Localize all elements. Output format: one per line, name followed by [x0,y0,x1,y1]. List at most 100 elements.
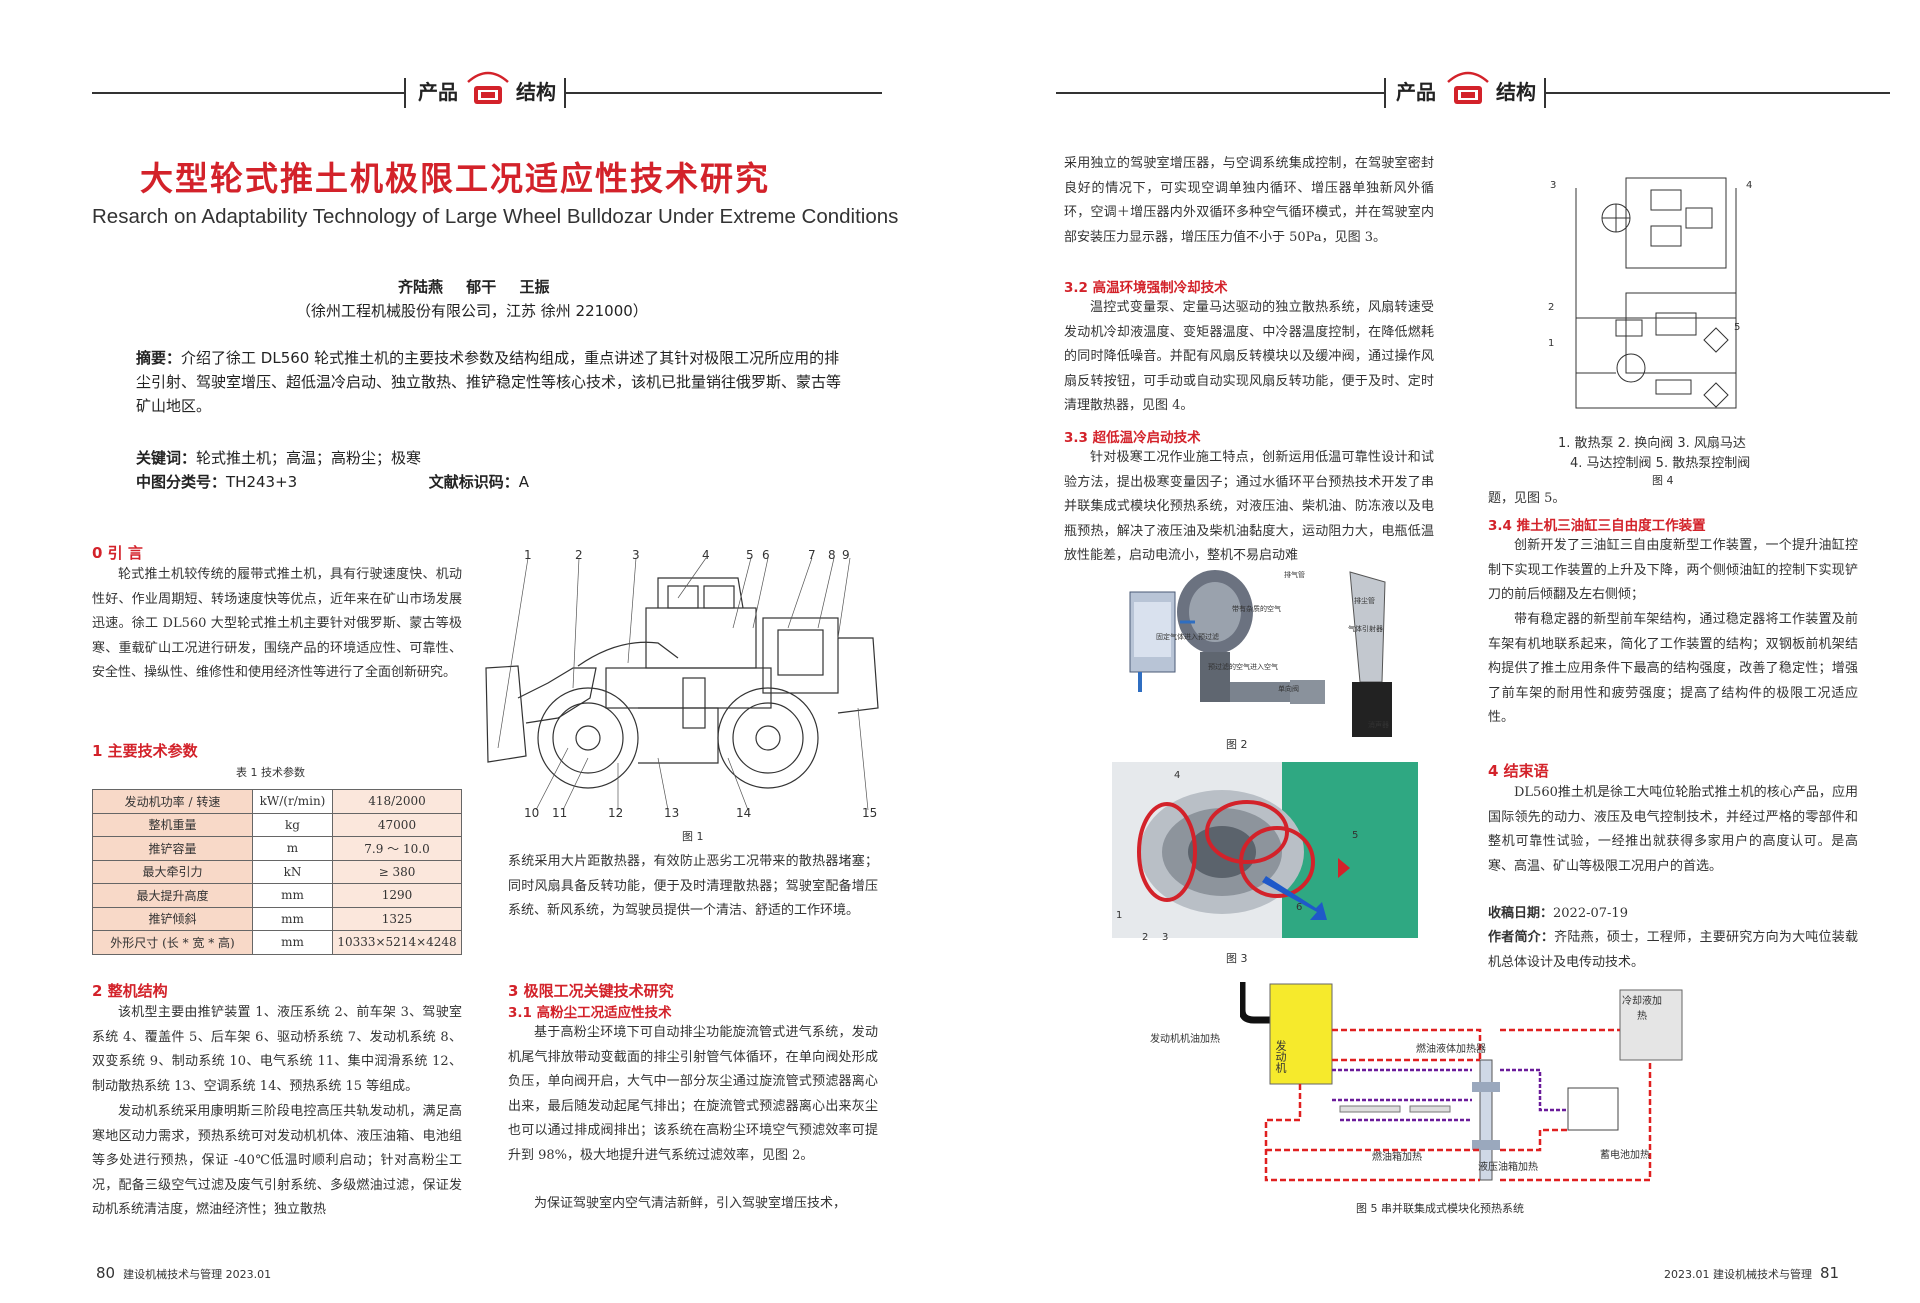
figure-4-label: 4 [1746,180,1753,191]
author-bio: 作者简介：齐陆燕，硕士，工程师，主要研究方向为大吨位装载机总体设计及电传动技术。 [1488,926,1858,975]
table-cell: 7.9 ～ 10.0 [332,836,462,861]
figure-5-label-hydraulic-tank: 液压油箱加热 [1478,1162,1538,1173]
received-value: 2022-07-19 [1553,906,1628,921]
header-label-right: 结构 [1496,80,1536,104]
table-cell: mm [252,930,333,955]
table-caption: 表 1 技术参数 [236,766,305,779]
figure-1-callout-label: 8 [828,548,836,562]
figure-5-caption: 图 5 串并联集成式模块化预热系统 [1356,1202,1524,1215]
section-header: 产品 结构 [0,58,960,128]
figure-1-callout-label: 7 [808,548,816,562]
section-3-2-title: 3.2 高温环境强制冷却技术 [1064,280,1228,296]
left-page: 产品 结构 大型轮式推土机极限工况适应性技术研究 Resarch on Adap… [0,58,960,1282]
figure-5-label-fuel-coolant-heater: 燃油液体加热器 [1416,1044,1486,1055]
figure-2-label: 固定气体进入预过滤 [1156,633,1219,641]
section-3-1-text-1: 基于高粉尘环境下可自动排尘功能旋流管式进气系统，发动机尾气排放带动变截面的排尘引… [508,1025,878,1163]
article-subtitle: Resarch on Adaptability Technology of La… [92,205,899,228]
section-3-3-title: 3.3 超低温冷启动技术 [1064,430,1201,446]
keywords: 关键词：轮式推土机；高温；高粉尘；极寒 中图分类号：TH243+3 文献标识码：… [136,446,529,494]
middle-column-text: 系统采用大片距散热器，有效防止恶劣工况带来的散热器堵塞；同时风扇具备反转功能，便… [508,854,878,918]
page-number-right: 81 [1819,1264,1840,1282]
section-0-title: 0 引 言 [92,544,143,562]
section-1-title: 1 主要技术参数 [92,742,198,760]
figure-4-label: 5 [1734,322,1741,333]
header-bar [1544,78,1546,108]
bio-text: 齐陆燕，硕士，工程师，主要研究方向为大吨位装载机总体设计及电传动技术。 [1488,930,1858,970]
figure-5-label-fuel-tank: 燃油箱加热 [1372,1152,1422,1163]
header-rule-right [1546,92,1890,94]
article-affiliation: （徐州工程机械股份有限公司，江苏 徐州 221000） [296,302,648,320]
keywords-text: 轮式推土机；高温；高粉尘；极寒 [196,449,422,467]
header-rule-right [566,92,882,94]
figure-2-caption: 图 2 [1226,738,1248,751]
figure-2-label: 预过滤的空气进入空气 [1208,663,1278,671]
figure-1-callout-label: 10 [524,806,540,820]
section-2-title: 2 整机结构 [92,982,168,1000]
figure-3-label: 1 [1116,910,1123,921]
figure-4-label: 1 [1548,338,1555,349]
figure-5-label-coolant: 冷却液加热 [1622,996,1662,1022]
magazine-logo-icon [1447,71,1489,104]
bio-label: 作者简介： [1488,930,1555,945]
figure-2-label: 排尘管 [1354,597,1375,605]
table-cell: mm [252,883,333,908]
section-3-4-text-2: 带有稳定器的新型前车架结构，通过稳定器将工作装置及前车架有机地联系起来，简化了工… [1488,612,1858,725]
magazine-logo-icon [467,71,509,104]
table-cell: 418/2000 [332,789,462,814]
table-cell: ≥ 380 [332,859,462,884]
doc-code-label: 文献标识码： [428,473,519,491]
section-3-3-text: 针对极寒工况作业施工特点，创新运用低温可靠性设计和试验方法，提出极寒变量因子；通… [1064,450,1434,563]
received-date: 收稿日期：2022-07-19 [1488,902,1858,927]
table-cell: 推铲倾斜 [92,906,253,931]
table-cell: 47000 [332,812,462,837]
table-cell: kN [252,859,333,884]
right-page: 产品 结构 采用独立的驾驶室增压器，与空调系统集成控制，在驾驶室密封良好的情况下… [1040,0,1920,1303]
table-cell: 最大牵引力 [92,859,253,884]
section-4-text: DL560推土机是徐工大吨位轮胎式推土机的核心产品，应用国际领先的动力、液压及电… [1488,785,1858,874]
figure-1-callout-label: 3 [632,548,640,562]
header-rule-left [92,92,404,94]
figure-1-callout-label: 1 [524,548,532,562]
section-3-2-text: 温控式变量泵、定量马达驱动的独立散热系统，风扇转速受发动机冷却液温度、变矩器温度… [1064,300,1434,413]
table-cell: 外形尺寸 (长 * 宽 * 高) [92,930,253,955]
figure-1-callout-label: 11 [552,806,568,820]
footer-left-text: 建设机械技术与管理 2023.01 [123,1268,272,1281]
figure-2-intake-system-image [1120,562,1420,742]
table-cell: kW/(r/min) [252,789,333,814]
figure-1-callout-label: 5 [746,548,754,562]
header-label-left: 产品 [1396,80,1436,104]
table-cell: 最大提升高度 [92,883,253,908]
header-bar [404,78,406,108]
figure-3-label: 2 [1142,932,1149,943]
figure-2-label: 气体引射器 [1348,625,1383,633]
figure-1-callout-label: 15 [862,806,878,820]
figure-1-callout-label: 6 [762,548,770,562]
header-label-left: 产品 [418,80,458,104]
figure-1-callout-label: 2 [575,548,583,562]
figure-1-bulldozer-drawing [485,557,879,811]
figure-4-hydraulic-schematic [1575,177,1737,409]
section-4-title: 4 结束语 [1488,762,1549,780]
keywords-label: 关键词： [136,449,197,467]
table-cell: 推铲容量 [92,836,253,861]
doc-code-value: A [518,473,530,491]
section-3-3-continuation: 题，见图 5。 [1488,491,1566,506]
table-cell: mm [252,906,333,931]
figure-2-label: 排气管 [1284,571,1305,579]
figure-3-label: 6 [1296,902,1303,913]
section-3-1-title: 3.1 高粉尘工况适应性技术 [508,1005,672,1021]
abstract-text: 介绍了徐工 DL560 轮式推土机的主要技术参数及结构组成，重点讲述了其针对极限… [136,349,842,415]
figure-3-cab-pressurizer-image [1112,762,1418,938]
table-cell: 1290 [332,883,462,908]
figure-2-label: 带有杂质的空气 [1232,605,1281,613]
section-3-4-title: 3.4 推土机三油缸三自由度工作装置 [1488,518,1706,534]
figure-4-legend-line-2: 4. 马达控制阀 5. 散热泵控制阀 [1570,456,1751,471]
abstract-label: 摘要： [136,349,182,367]
header-bar [564,78,566,108]
